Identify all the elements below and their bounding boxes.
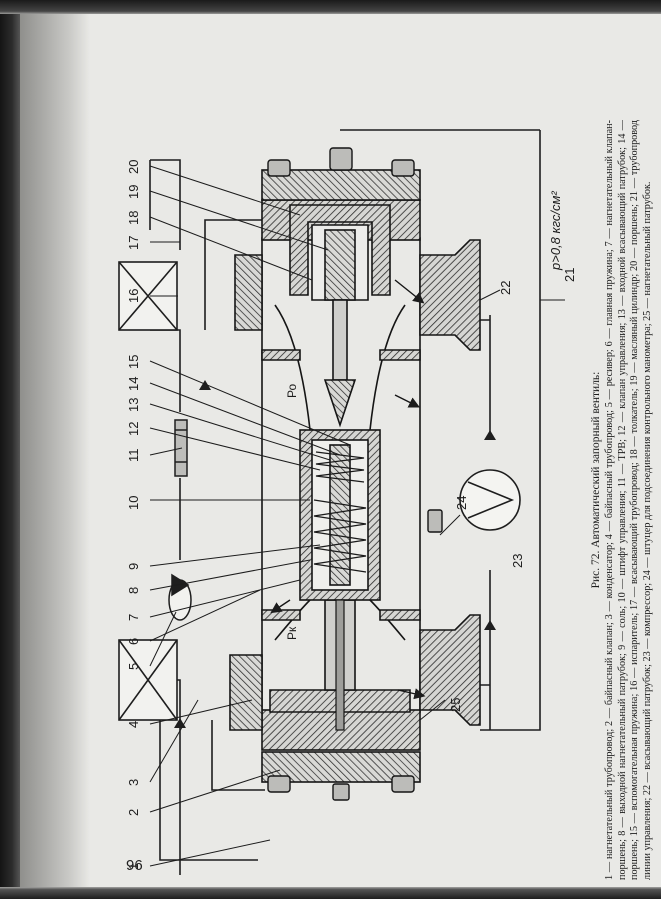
flow-arrow [199,380,211,390]
condenser-box [118,639,178,721]
callout-14: 14 [126,377,141,391]
compressor [459,469,521,531]
callout-18: 18 [126,211,141,225]
scan-dark-margin-top [0,0,661,14]
flange-bolts [267,147,443,801]
callout-5: 5 [126,663,141,670]
receiver [168,573,192,621]
valve-stem [335,599,345,731]
callout-9: 9 [126,563,141,570]
callout-1: 1 [126,863,141,870]
callout-25: 25 [448,698,463,712]
callout-10: 10 [126,496,141,510]
callout-23: 23 [510,554,525,568]
callout-6: 6 [126,638,141,645]
callout-8: 8 [126,587,141,594]
callout-21: 21 [562,268,577,282]
flow-arrow [484,620,496,630]
callout-leaders [149,165,565,867]
callout-2: 2 [126,809,141,816]
callout-22: 22 [498,281,513,295]
callout-17: 17 [126,236,141,250]
callout-16: 16 [126,289,141,303]
callout-19: 19 [126,185,141,199]
callout-7: 7 [126,614,141,621]
scan-dark-margin-bottom [0,887,661,899]
callout-labels: 1 2 3 4 5 6 7 8 9 10 11 12 13 14 15 16 1… [126,160,577,870]
callout-15: 15 [126,355,141,369]
page-gutter-shadow [20,14,90,887]
flow-arrow [484,430,496,440]
callout-4: 4 [126,721,141,728]
scan-dark-margin-left [0,0,20,899]
callout-3: 3 [126,779,141,786]
callout-24: 24 [454,496,469,510]
chamber-label-po: Ро [285,384,299,398]
callout-13: 13 [126,398,141,412]
internal-flow-arrows [270,279,426,700]
callout-20: 20 [126,160,141,174]
valve-body [229,169,481,783]
callout-11: 11 [126,449,141,463]
page-number: 96 [126,857,143,874]
pressure-label: р>0,8 кгс/см² [548,191,563,271]
callout-12: 12 [126,422,141,436]
chamber-label-pk: Рк [285,626,299,640]
